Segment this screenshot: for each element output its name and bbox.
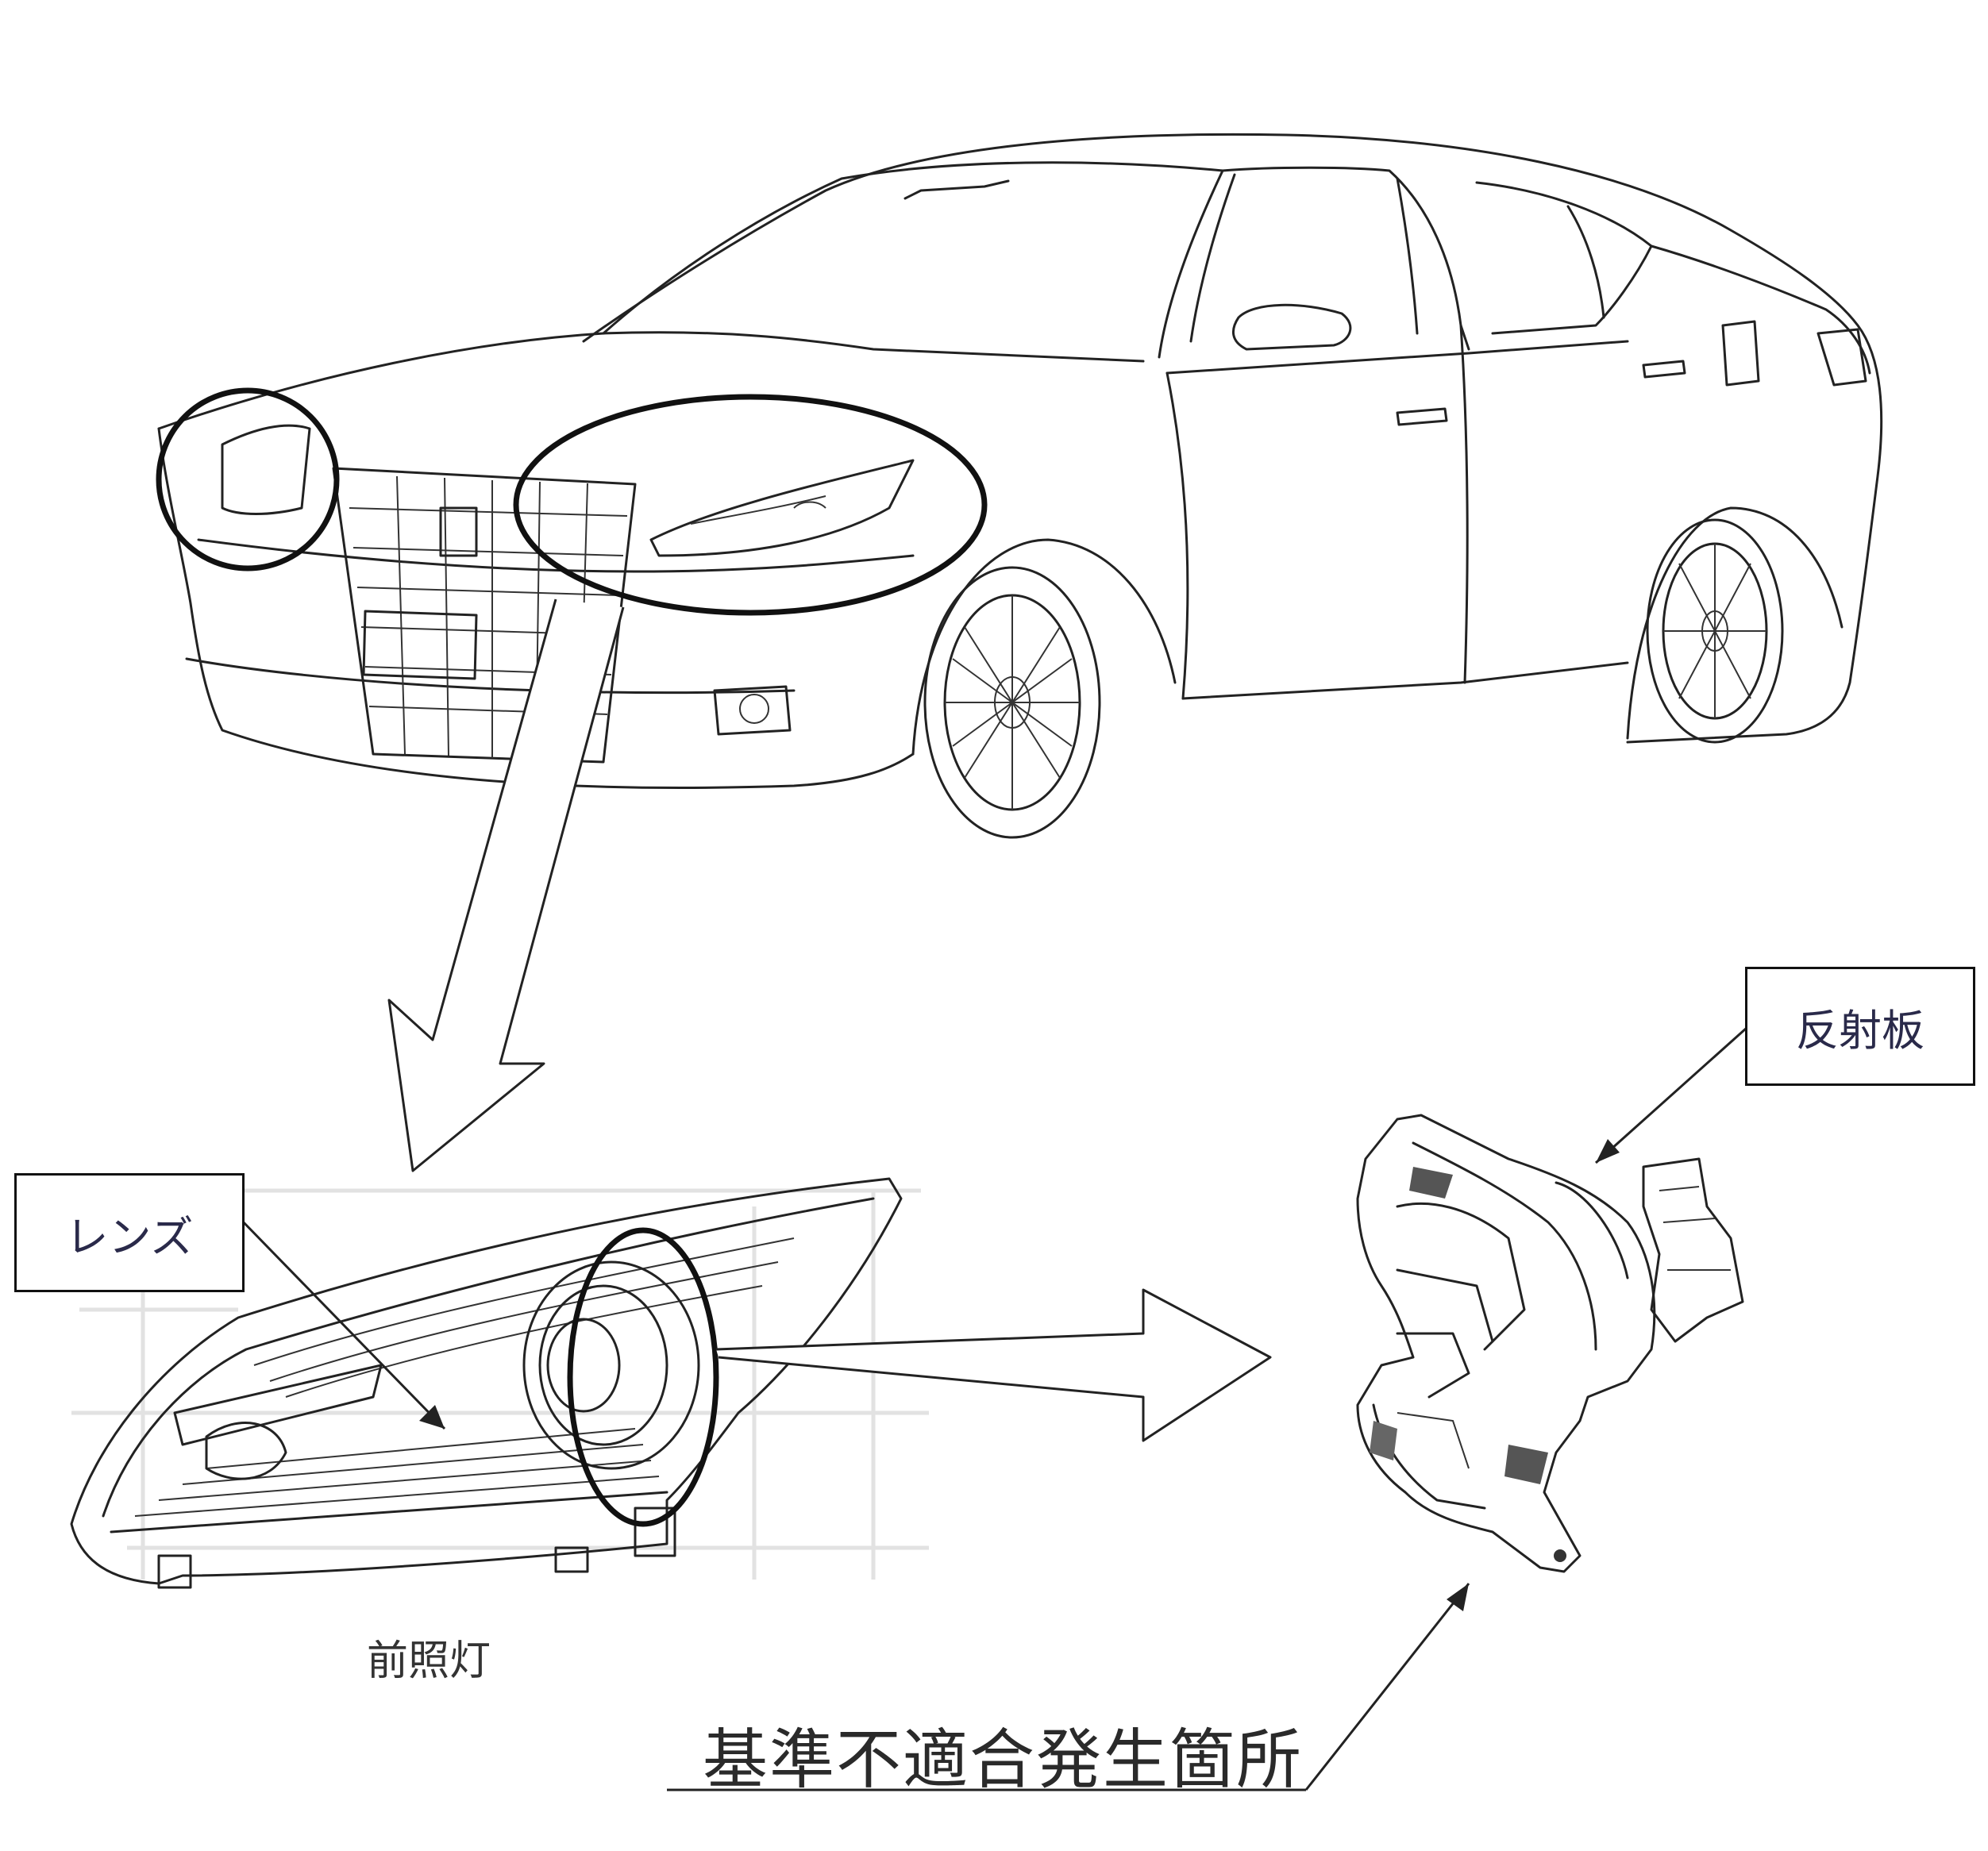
headlamp-caption: 前照灯 [367, 1637, 491, 1685]
pointer-lines [238, 1026, 1748, 1791]
reflector-illustration [1356, 1114, 1744, 1573]
right-headlamp-circle [513, 394, 988, 616]
reflector-label: 反射板 [1796, 1005, 1924, 1056]
nonconformity-caption: 基準不適合発生箇所 [703, 1722, 1304, 1798]
lens-label: レンズ [65, 1211, 194, 1262]
car-illustration [156, 133, 1883, 839]
left-headlamp-circle [156, 387, 340, 571]
zoom-arrow-down [387, 598, 625, 1172]
zoom-arrow-right [715, 1288, 1272, 1442]
projector-highlight-circle [567, 1227, 719, 1527]
lens-label-box: レンズ [14, 1173, 245, 1292]
headlamp-illustration [70, 1177, 929, 1589]
reflector-label-box: 反射板 [1745, 967, 1975, 1086]
